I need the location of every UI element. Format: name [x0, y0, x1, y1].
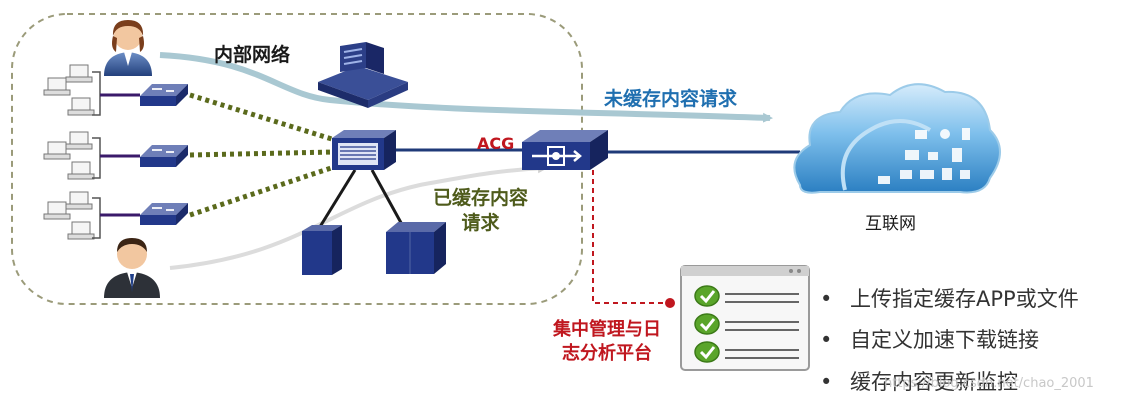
access-row-2 — [43, 131, 188, 180]
check-icon — [694, 313, 720, 335]
internal-network-label: 内部网络 — [214, 44, 291, 66]
feature-text: 自定义加速下载链接 — [850, 328, 1039, 352]
acg-label: ACG — [477, 134, 515, 153]
user-male-icon — [104, 238, 160, 298]
server-right-icon — [386, 222, 446, 274]
access-switch-icon — [140, 203, 188, 225]
bullet-icon: • — [820, 287, 833, 311]
internet-cloud-icon — [793, 83, 1001, 194]
bullet-icon: • — [820, 370, 833, 394]
access-switch-icon — [140, 84, 188, 106]
user-female-icon — [104, 20, 152, 76]
cached-request-label-line2: 请求 — [461, 212, 500, 234]
mgmt-platform-label-line2: 志分析平台 — [562, 343, 652, 364]
feature-text: 缓存内容更新监控 — [850, 370, 1018, 394]
cached-request-label: 已缓存内容 请求 — [433, 186, 528, 236]
internet-label: 互联网 — [865, 214, 916, 234]
uncached-request-label: 未缓存内容请求 — [604, 88, 738, 110]
dotted-link-3 — [189, 162, 341, 218]
cached-request-label-line1: 已缓存内容 — [433, 187, 529, 209]
data-center-icon — [318, 42, 408, 108]
access-row-1 — [43, 64, 188, 116]
cloud-app-icons — [878, 128, 970, 184]
bullet-icon: • — [820, 328, 833, 352]
cached-request-arrow — [169, 163, 548, 270]
check-icon — [694, 285, 720, 307]
core-to-server-right — [370, 169, 407, 231]
feature-item: • 上传指定缓存APP或文件 — [820, 283, 1079, 313]
feature-item: • 自定义加速下载链接 — [820, 324, 1039, 354]
pc-icon — [43, 64, 95, 116]
check-icon — [694, 341, 720, 363]
core-switch-icon — [332, 130, 396, 170]
mgmt-platform-label: 集中管理与日 志分析平台 — [553, 318, 661, 366]
mgmt-platform-label-line1: 集中管理与日 — [553, 319, 661, 340]
core-to-server-left — [316, 169, 357, 231]
feature-item: • 缓存内容更新监控 — [820, 366, 1018, 396]
mgmt-dashed-link — [592, 170, 668, 304]
mgmt-platform-icon — [680, 265, 810, 371]
internal-network-boundary — [11, 13, 583, 305]
feature-text: 上传指定缓存APP或文件 — [850, 287, 1079, 311]
watermark: https://blog.csdn.net/chao_2001 — [884, 376, 1094, 391]
dotted-link-2 — [189, 149, 336, 158]
acg-device-icon — [522, 130, 608, 170]
server-left-icon — [302, 225, 342, 275]
mgmt-link-endpoint — [665, 298, 675, 308]
dotted-link-1 — [189, 92, 336, 143]
access-row-3 — [43, 191, 188, 240]
access-switch-icon — [140, 145, 188, 167]
